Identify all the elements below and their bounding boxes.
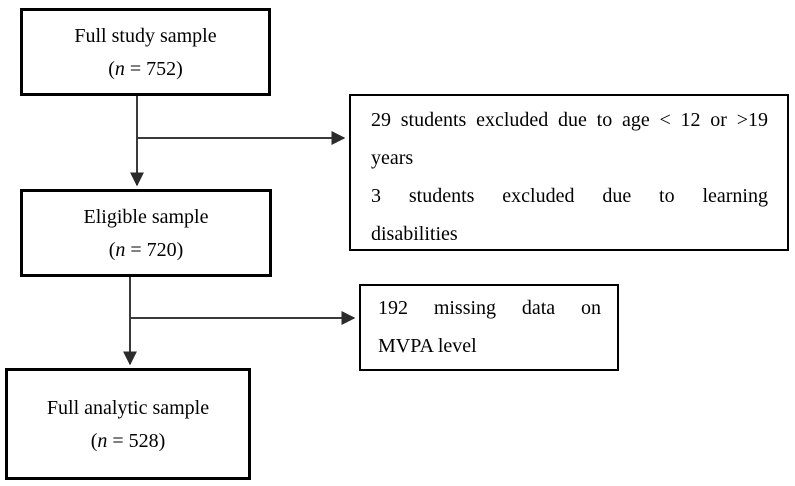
node-sample-size: (n = 528) xyxy=(91,429,166,453)
n-open: ( xyxy=(108,238,116,261)
node-sample-size: (n = 752) xyxy=(108,57,183,81)
n-symbol: n xyxy=(97,429,108,452)
exclusion-line: disabilities xyxy=(371,223,458,245)
exclusion-line: 192 missing data on xyxy=(378,297,601,319)
n-value: = 752) xyxy=(124,57,183,80)
exclusion-line: MVPA level xyxy=(378,335,477,357)
exclusion-line: 29 students excluded due to age < 12 or … xyxy=(371,109,768,131)
node-title: Eligible sample xyxy=(83,205,209,228)
n-value: = 720) xyxy=(125,238,184,261)
exclusion-line: 3 students excluded due to learning xyxy=(371,185,768,207)
n-symbol: n xyxy=(115,238,126,261)
n-open: ( xyxy=(108,57,115,80)
node-exclusion-missing-mvpa: 192 missing data on MVPA level xyxy=(359,284,619,371)
n-symbol: n xyxy=(114,57,125,80)
n-open: ( xyxy=(90,429,98,452)
node-title: Full study sample xyxy=(74,24,217,47)
exclusion-line: years xyxy=(371,147,414,169)
node-full-study-sample: Full study sample (n = 752) xyxy=(20,8,271,96)
node-title: Full analytic sample xyxy=(46,396,210,419)
node-full-analytic-sample: Full analytic sample (n = 528) xyxy=(5,368,251,480)
node-sample-size: (n = 720) xyxy=(109,238,184,262)
n-value: = 528) xyxy=(107,429,166,452)
node-exclusion-age-disabilities: 29 students excluded due to age < 12 or … xyxy=(349,94,789,251)
node-eligible-sample: Eligible sample (n = 720) xyxy=(20,189,272,277)
